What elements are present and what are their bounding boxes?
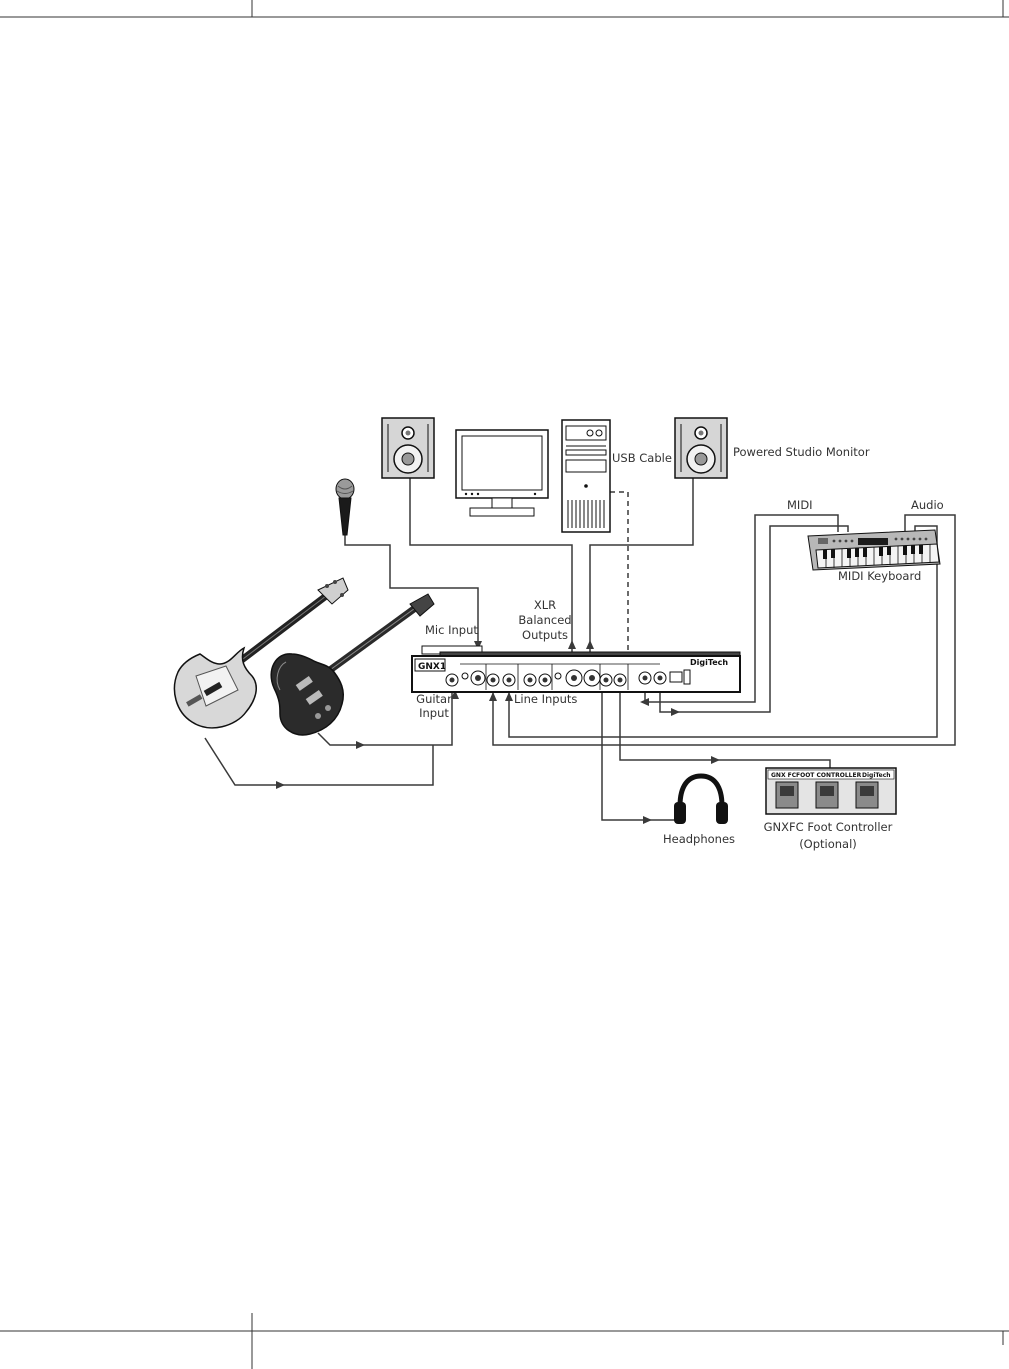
audio-label: Audio [911, 498, 944, 512]
left-studio-monitor [381, 417, 435, 479]
headphones [674, 773, 728, 824]
mic-input-label: Mic Input [425, 623, 478, 637]
usb-cable-label: USB Cable [612, 451, 672, 465]
foot-controller: GNX FC FOOT CONTROLLER DigiTech [765, 767, 897, 815]
electric-guitar [270, 593, 435, 736]
microphone [335, 478, 355, 536]
computer-tower [561, 419, 611, 533]
gnx1-unit: GNX1 DigiTech [411, 645, 741, 693]
unit-model-label: GNX1 [418, 662, 446, 672]
fc-title-label: FOOT CONTROLLER [796, 772, 862, 779]
midi-keyboard-label: MIDI Keyboard [838, 569, 921, 583]
midi-keyboard [807, 529, 941, 571]
fc-brand-label: DigiTech [862, 772, 891, 779]
guitar-input-label-line2: Input [419, 706, 449, 720]
xlr-label-line1: XLR [534, 598, 556, 612]
computer-monitor [455, 429, 549, 517]
fc-footswitches [775, 781, 879, 809]
midi-label: MIDI [787, 498, 813, 512]
unit-brand-label: DigiTech [690, 658, 728, 667]
line-inputs-label: Line Inputs [514, 692, 577, 706]
xlr-label-line2: Balanced [518, 613, 571, 627]
diagram-labels: USB Cable Powered Studio Monitor MIDI Au… [416, 445, 944, 851]
guitar-input-label-line1: Guitar [416, 692, 452, 706]
foot-controller-label-line1: GNXFC Foot Controller [764, 820, 893, 834]
xlr-label-line3: Outputs [522, 628, 568, 642]
right-studio-monitor [674, 417, 728, 479]
cables [204, 478, 956, 821]
powered-studio-monitor-label: Powered Studio Monitor [733, 445, 870, 459]
foot-controller-label-line2: (Optional) [799, 837, 857, 851]
bass-guitar [173, 577, 349, 729]
fc-model-label: GNX FC [771, 772, 797, 779]
headphones-label: Headphones [663, 832, 735, 846]
cable-arrows [276, 640, 720, 824]
